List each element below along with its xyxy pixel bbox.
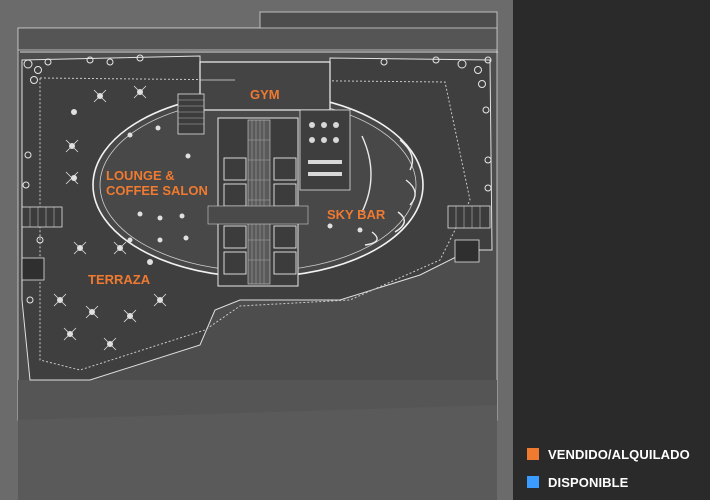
legend-swatch-vendido (527, 448, 539, 460)
stair-left-treads (29, 207, 55, 227)
lower-deck-shadow (18, 405, 497, 500)
legend-label-vendido: VENDIDO/ALQUILADO (548, 446, 690, 462)
floor-plan: GYM LOUNGE & COFFEE SALON SKY BAR TERRAZ… (17, 11, 498, 500)
terrace-perimeter (39, 77, 471, 371)
legend-swatch-disponible (527, 476, 539, 488)
stair-top-left-treads (178, 99, 204, 125)
upper-strip (17, 27, 498, 51)
restroom-fixtures (308, 122, 342, 176)
floor-plan-drawing (17, 11, 498, 500)
bar-counters (361, 135, 416, 246)
stair-right (447, 205, 491, 229)
stair-left (21, 206, 63, 228)
core-shaft (247, 119, 271, 285)
perimeter-planters (22, 54, 492, 304)
service-box-right (454, 239, 480, 263)
core-grid (248, 120, 270, 284)
label-gym: GYM (250, 87, 280, 102)
table-chairs (53, 85, 167, 351)
label-sky-bar: SKY BAR (327, 207, 386, 222)
legend-panel: VENDIDO/ALQUILADO DISPONIBLE (513, 0, 710, 500)
legend-item-disponible[interactable]: DISPONIBLE (527, 474, 628, 490)
gym-room (199, 61, 331, 111)
restroom-block (299, 109, 351, 191)
service-box-left (21, 257, 45, 281)
core-landing (207, 205, 309, 225)
stair-top-left (177, 93, 205, 135)
stair-right-treads (455, 206, 481, 228)
label-lounge: LOUNGE & COFFEE SALON (106, 168, 208, 198)
label-terraza: TERRAZA (88, 272, 151, 287)
legend-item-vendido[interactable]: VENDIDO/ALQUILADO (527, 446, 690, 462)
legend-label-disponible: DISPONIBLE (548, 474, 629, 490)
